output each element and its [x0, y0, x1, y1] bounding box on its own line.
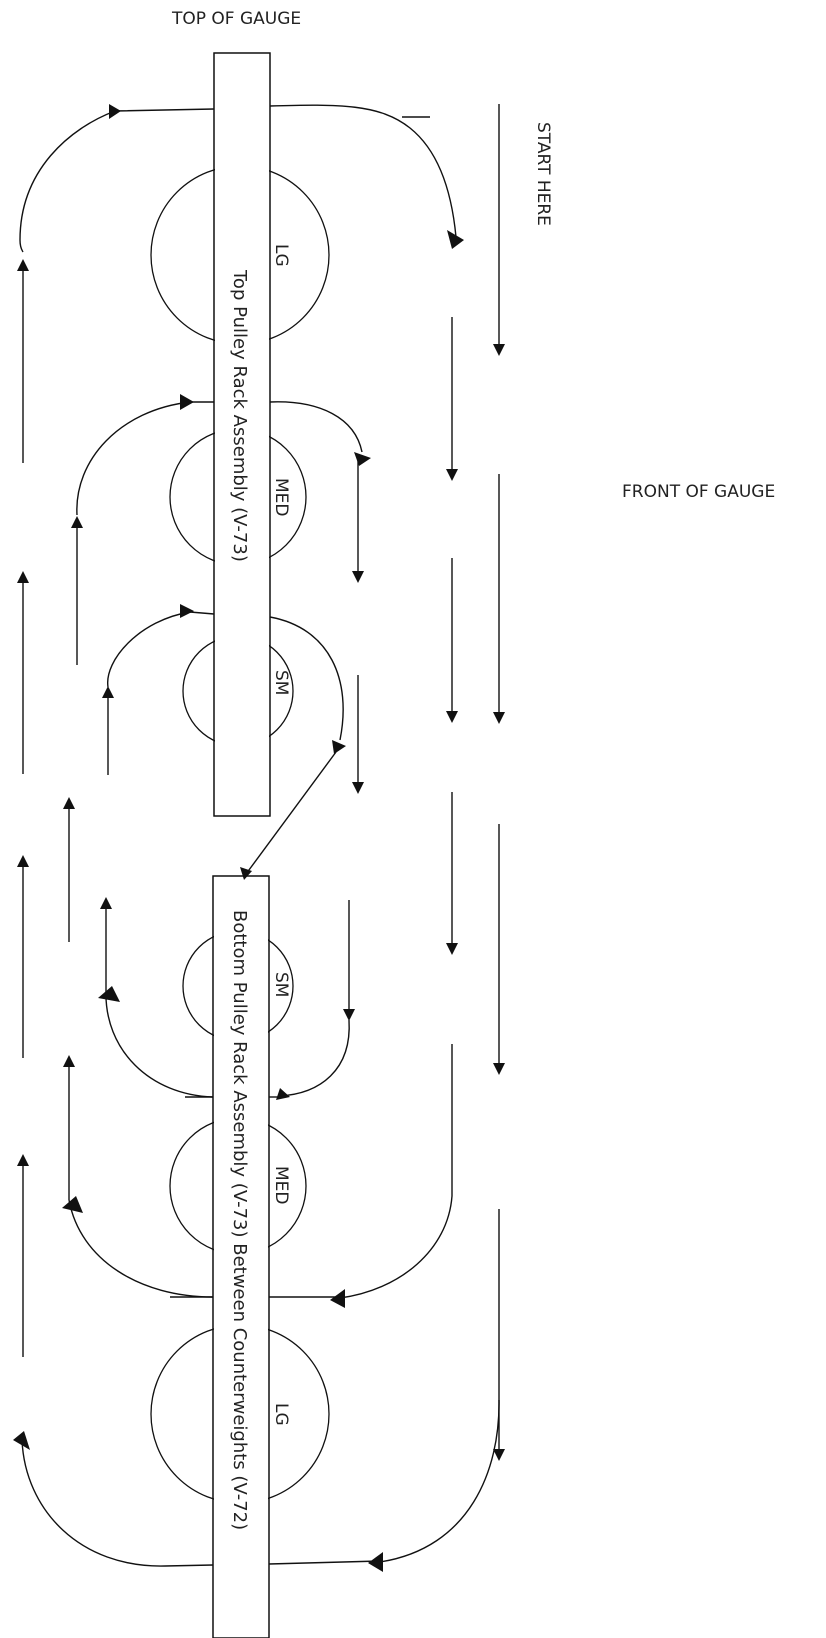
top-pulley-lg-label: LG: [271, 244, 291, 267]
arrowhead: [493, 1063, 505, 1075]
arrowhead: [180, 604, 194, 618]
arrowhead: [71, 516, 83, 528]
top-of-gauge-label: TOP OF GAUGE: [171, 9, 301, 29]
arrowhead: [493, 1449, 505, 1461]
arrowhead: [446, 711, 458, 723]
route-bsm-front: [278, 1019, 350, 1097]
bottom-rack-routes: [13, 986, 500, 1572]
route-med-front: [269, 401, 363, 453]
arrowhead: [63, 1055, 75, 1067]
arrowhead: [98, 986, 120, 1002]
arrowhead: [446, 943, 458, 955]
arrowhead: [240, 867, 252, 880]
arrowhead: [17, 571, 29, 583]
arrowhead: [447, 230, 464, 249]
arrowhead: [493, 344, 505, 356]
arrowhead: [17, 1154, 29, 1166]
arrowhead: [332, 740, 346, 754]
bottom-pulley-lg-label: LG: [271, 1403, 291, 1426]
up-arrows: [17, 259, 114, 1357]
route-blg-front: [379, 1399, 500, 1563]
route-bsm-back: [105, 989, 214, 1098]
arrowhead: [354, 452, 371, 466]
route-lg-top-front: [269, 104, 457, 238]
arrowhead: [352, 571, 364, 583]
arrowhead: [102, 686, 114, 698]
top-pulley-sm-label: SM: [271, 670, 291, 695]
down-arrows: [343, 104, 505, 1461]
front-of-gauge-label: FRONT OF GAUGE: [622, 482, 775, 502]
route-med-back: [76, 401, 214, 516]
bottom-rack-label: Bottom Pulley Rack Assembly (V-73) Betwe…: [229, 910, 250, 1530]
arrowhead: [493, 712, 505, 724]
arrowhead: [100, 897, 112, 909]
arrowhead: [446, 469, 458, 481]
arrowhead: [276, 1088, 290, 1100]
bottom-pulley-sm-label: SM: [271, 972, 291, 997]
route-bmed-front: [339, 1195, 453, 1299]
top-rack-routes: [19, 104, 464, 880]
arrowhead: [352, 782, 364, 794]
arrowhead: [62, 1196, 83, 1213]
arrowhead: [368, 1552, 383, 1572]
route-bmed-back: [68, 1199, 214, 1298]
arrowhead: [17, 259, 29, 271]
top-pulley-med-label: MED: [271, 478, 291, 517]
arrowhead: [109, 104, 121, 119]
arrowhead: [180, 394, 194, 410]
bottom-pulley-med-label: MED: [271, 1166, 291, 1205]
arrowhead: [17, 855, 29, 867]
route-lg-back: [19, 108, 215, 253]
route-crossover: [245, 751, 337, 875]
route-blg-back: [21, 1439, 166, 1567]
arrowhead: [330, 1289, 345, 1308]
arrowhead: [343, 1009, 355, 1021]
top-rack-label: Top Pulley Rack Assembly (V-73): [229, 269, 250, 562]
arrowhead: [13, 1431, 30, 1450]
arrowhead: [63, 797, 75, 809]
route-sm-front-cross: [269, 616, 344, 741]
start-here-label: START HERE: [533, 122, 553, 226]
